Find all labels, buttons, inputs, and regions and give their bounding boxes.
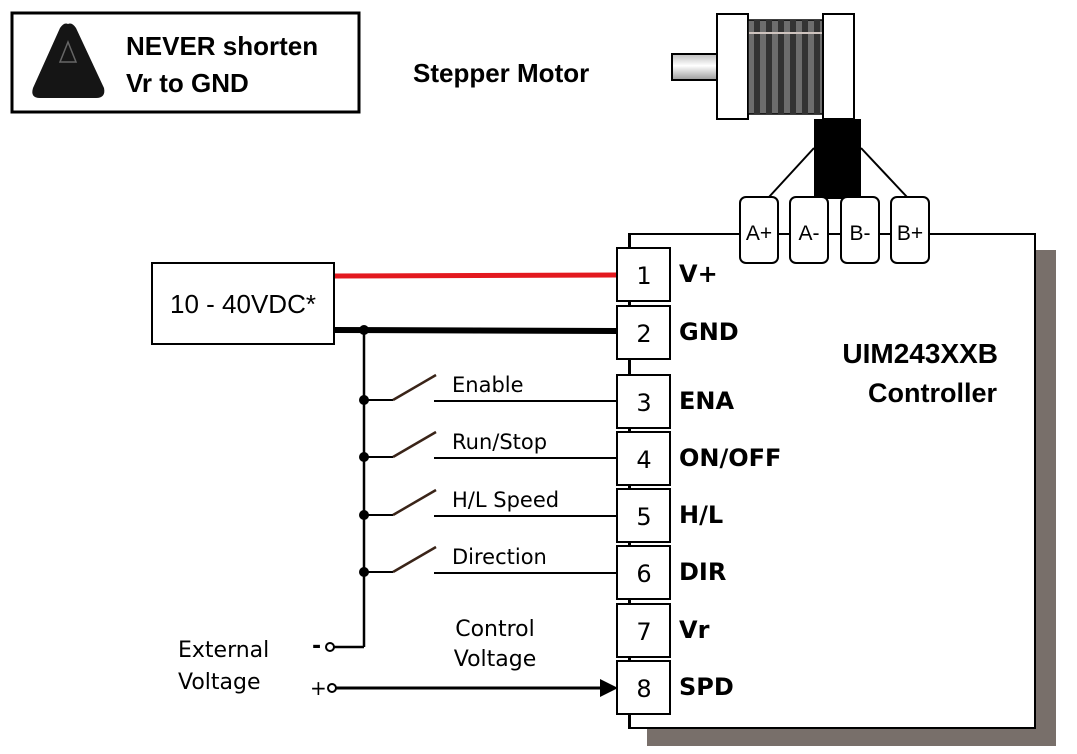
motor-fins	[749, 20, 822, 114]
terminal-label: B-	[850, 222, 871, 245]
terminal-label: B+	[897, 222, 923, 245]
stepper-motor: Stepper Motor	[413, 13, 908, 199]
switch-label: Run/Stop	[452, 430, 547, 454]
controller-name: Controller	[868, 378, 997, 408]
motor-shaft	[671, 53, 718, 81]
warning-triangle-icon	[32, 23, 105, 98]
switch-label: Direction	[452, 545, 547, 569]
switch-enable[interactable]: Enable	[359, 373, 617, 405]
warning-line-2: Vr to GND	[126, 68, 249, 98]
motor-rear-flange	[822, 13, 855, 120]
pin-terminal-4[interactable]	[616, 431, 671, 486]
pin-terminal-6[interactable]	[616, 545, 671, 600]
power-supply-label: 10 - 40VDC*	[170, 289, 316, 319]
positive-wire	[334, 272, 617, 279]
switch-blade[interactable]	[392, 488, 437, 517]
switch-direction[interactable]: Direction	[359, 545, 617, 577]
pin-number: 6	[636, 560, 651, 588]
switch-run-stop[interactable]: Run/Stop	[359, 430, 617, 462]
power-supply-box	[151, 262, 335, 345]
pin-terminal-5[interactable]	[616, 488, 671, 543]
power-supply: 10 - 40VDC*	[151, 262, 335, 345]
pin-name: V+	[679, 260, 718, 288]
pin-number: 2	[636, 320, 651, 348]
terminal-b-plus[interactable]	[890, 196, 930, 264]
pin-number: 3	[636, 389, 651, 417]
junction-dot	[359, 325, 369, 335]
switch-label: H/L Speed	[452, 488, 559, 512]
ground-wire	[334, 327, 617, 334]
switch-blade[interactable]	[392, 430, 437, 459]
motor-cable-block	[814, 119, 861, 199]
switch-blade[interactable]	[392, 373, 437, 402]
control-voltage-label-1: Control	[455, 617, 535, 642]
pin-name: Vr	[679, 616, 710, 644]
motor-terminals: A+ A- B- B+	[739, 196, 930, 264]
pin-terminal-1[interactable]	[616, 247, 671, 302]
pin-number: 5	[636, 503, 651, 531]
terminal-b-minus[interactable]	[840, 196, 880, 264]
external-voltage-label-2: Voltage	[178, 670, 261, 695]
pin-terminal-3[interactable]	[616, 374, 671, 429]
warning-box: NEVER shorten Vr to GND	[10, 11, 361, 114]
pin-name: H/L	[679, 501, 723, 529]
pin-terminal-7[interactable]	[616, 603, 671, 658]
pin-name: GND	[679, 318, 739, 346]
pin-name: SPD	[679, 673, 734, 701]
external-voltage: External Voltage - + Control Voltage	[178, 617, 618, 700]
external-voltage-label-1: External	[178, 638, 269, 663]
plus-sign: +	[310, 676, 327, 700]
terminal-label: A+	[746, 222, 772, 245]
motor-label: Stepper Motor	[413, 58, 589, 88]
switch-blade[interactable]	[392, 545, 437, 574]
control-voltage-label-2: Voltage	[454, 647, 537, 672]
wire-a-plus	[768, 147, 815, 198]
minus-terminal[interactable]	[325, 642, 335, 652]
switch-label: Enable	[452, 373, 524, 397]
pin-name: ON/OFF	[679, 444, 781, 472]
pin-number: 4	[636, 446, 651, 474]
pin-number: 7	[636, 618, 651, 646]
terminal-a-plus[interactable]	[739, 196, 779, 264]
arrow-head-icon	[600, 679, 618, 697]
minus-sign: -	[312, 634, 321, 659]
controller-body	[628, 233, 1036, 729]
wire-b-plus	[860, 147, 908, 198]
switch-h-l-speed[interactable]: H/L Speed	[359, 488, 617, 520]
pin-terminal-2[interactable]	[616, 305, 671, 360]
pin-name: DIR	[679, 558, 726, 586]
controller-model: UIM243XXB	[842, 338, 998, 369]
plus-terminal[interactable]	[327, 683, 337, 693]
pin-name: ENA	[679, 387, 734, 415]
pin-number: 8	[636, 675, 651, 703]
terminal-a-minus[interactable]	[789, 196, 829, 264]
pin-number: 1	[636, 262, 651, 290]
motor-body	[747, 19, 825, 115]
motor-front-flange	[716, 13, 749, 120]
pin-terminals: 1 V+ 2 GND 3 ENA 4 ON/OFF 5 H/L 6 DIR 7 Vr 8 SPD	[616, 234, 781, 728]
terminal-label: A-	[799, 222, 820, 245]
warning-line-1: NEVER shorten	[126, 31, 318, 61]
